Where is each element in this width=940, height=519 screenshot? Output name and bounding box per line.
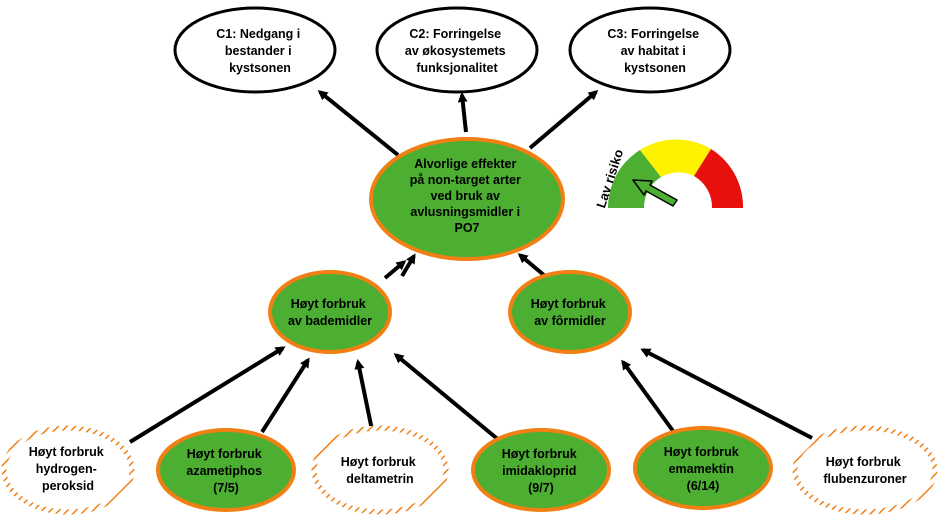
gauge-needle-arrow-icon bbox=[632, 179, 678, 207]
arrow-flubenzuroner-to-formidler bbox=[640, 348, 813, 440]
c2-line-2: av økosystemets bbox=[405, 44, 506, 58]
arrow-deltametrin-to-bademidler bbox=[354, 359, 374, 431]
risk-gauge: Lav risiko bbox=[593, 139, 744, 210]
arrow-central-to-c2 bbox=[457, 92, 468, 133]
driver-deltametrin-node: Høyt forbruk deltametrin bbox=[311, 425, 449, 515]
hydrogen-line-2: hydrogen- bbox=[36, 462, 97, 476]
svg-text:Høyt forbruk hydrogen-: Høyt forbruk hydrogen- peroksid bbox=[29, 445, 107, 493]
c2-line-1: C2: Forringelse bbox=[409, 27, 501, 41]
driver-imidakloprid-node: Høyt forbruk imidakloprid (9/7) bbox=[471, 428, 611, 512]
consequence-c1-node: C1: Nedgang i bestander i kystsonen bbox=[173, 6, 337, 94]
svg-text:Alvorlige effekter på no: Alvorlige effekter på non-target arter v… bbox=[410, 157, 525, 235]
central-line-3: ved bruk av bbox=[431, 189, 501, 203]
formidler-line-2: av fôrmidler bbox=[534, 314, 606, 328]
arrow-bademidler-to-central-2 bbox=[400, 253, 416, 278]
arrow-central-to-c3 bbox=[528, 90, 599, 150]
formidler-line-1: Høyt forbruk bbox=[531, 297, 606, 311]
emamektin-line-2: emamektin bbox=[669, 462, 734, 476]
deltametrin-line-1: Høyt forbruk bbox=[341, 455, 416, 469]
arrow-bademidler-to-central bbox=[383, 260, 407, 280]
arrow-azametiphos-to-bademidler bbox=[260, 357, 310, 434]
driver-flubenzuroner-node: Høyt forbruk flubenzuroner bbox=[792, 425, 938, 515]
driver-emamektin-node: Høyt forbruk emamektin (6/14) bbox=[633, 426, 773, 510]
c1-line-2: bestander i bbox=[225, 44, 292, 58]
azametiphos-line-2: azametiphos bbox=[186, 464, 262, 478]
consequence-c3-node: C3: Forringelse av habitat i kystsonen bbox=[568, 6, 732, 94]
svg-text:Høyt forbruk azametiphos: Høyt forbruk azametiphos (7/5) bbox=[186, 447, 265, 495]
svg-text:C3: Forringelse av habit: C3: Forringelse av habitat i kystsonen bbox=[607, 27, 702, 75]
arrow-emamektin-to-formidler bbox=[621, 359, 675, 433]
flubenzuroner-line-1: Høyt forbruk bbox=[826, 455, 901, 469]
imidakloprid-line-2: imidakloprid bbox=[502, 464, 576, 478]
arrow-central-to-c1 bbox=[317, 90, 400, 157]
svg-text:Høyt forbruk av fôrmidle: Høyt forbruk av fôrmidler bbox=[531, 297, 609, 328]
driver-azametiphos-node: Høyt forbruk azametiphos (7/5) bbox=[156, 428, 296, 512]
central-line-4: avlusningsmidler i bbox=[410, 205, 520, 219]
hydrogen-line-1: Høyt forbruk bbox=[29, 445, 104, 459]
svg-text:Høyt forbruk imidaklopri: Høyt forbruk imidakloprid (9/7) bbox=[502, 447, 580, 495]
c3-line-2: av habitat i bbox=[621, 44, 686, 58]
azametiphos-line-3: (7/5) bbox=[213, 481, 239, 495]
consequence-c2-node: C2: Forringelse av økosystemets funksjon… bbox=[375, 6, 539, 94]
imidakloprid-line-3: (9/7) bbox=[528, 481, 554, 495]
arrow-imidakloprid-to-bademidler bbox=[393, 353, 502, 443]
flubenzuroner-line-2: flubenzuroner bbox=[823, 472, 906, 486]
central-line-2: på non-target arter bbox=[410, 173, 521, 187]
c3-line-3: kystsonen bbox=[624, 61, 686, 75]
bademidler-line-1: Høyt forbruk bbox=[291, 297, 366, 311]
imidakloprid-line-1: Høyt forbruk bbox=[502, 447, 577, 461]
svg-text:Høyt forbruk flubenzuron: Høyt forbruk flubenzuroner bbox=[823, 455, 906, 486]
mid-formidler-node: Høyt forbruk av fôrmidler bbox=[508, 270, 632, 354]
c2-line-3: funksjonalitet bbox=[416, 61, 498, 75]
arrow-formidler-to-central bbox=[517, 253, 547, 278]
central-line-1: Alvorlige effekter bbox=[414, 157, 516, 171]
mid-bademidler-node: Høyt forbruk av bademidler bbox=[268, 270, 392, 354]
svg-text:C1: Nedgang i bestander: C1: Nedgang i bestander i kystsonen bbox=[216, 27, 304, 75]
gauge-segment-red bbox=[694, 149, 744, 208]
c3-line-1: C3: Forringelse bbox=[607, 27, 699, 41]
driver-hydrogenperoksid-node: Høyt forbruk hydrogen- peroksid bbox=[1, 425, 135, 515]
c1-line-3: kystsonen bbox=[229, 61, 291, 75]
connector-arrows bbox=[128, 90, 813, 444]
azametiphos-line-1: Høyt forbruk bbox=[187, 447, 262, 461]
deltametrin-line-2: deltametrin bbox=[346, 472, 413, 486]
c1-line-1: C1: Nedgang i bbox=[216, 27, 300, 41]
svg-text:Høyt forbruk deltametrin: Høyt forbruk deltametrin bbox=[341, 455, 419, 486]
gauge-segment-yellow bbox=[640, 139, 711, 177]
bademidler-line-2: av bademidler bbox=[288, 314, 372, 328]
hydrogen-line-3: peroksid bbox=[42, 479, 94, 493]
emamektin-line-1: Høyt forbruk bbox=[664, 445, 739, 459]
central-event-node: Alvorlige effekter på non-target arter v… bbox=[369, 137, 565, 261]
arrow-hydrogen-to-bademidler bbox=[128, 346, 286, 444]
gauge-segment-green bbox=[607, 150, 661, 208]
svg-text:C2: Forringelse av økosy: C2: Forringelse av økosystemets funksjon… bbox=[405, 27, 509, 75]
central-line-5: PO7 bbox=[454, 221, 479, 235]
svg-text:Høyt forbruk emamektin: Høyt forbruk emamektin (6/14) bbox=[664, 445, 742, 493]
emamektin-line-3: (6/14) bbox=[687, 479, 720, 493]
svg-text:Høyt forbruk av bademidl: Høyt forbruk av bademidler bbox=[288, 297, 372, 328]
